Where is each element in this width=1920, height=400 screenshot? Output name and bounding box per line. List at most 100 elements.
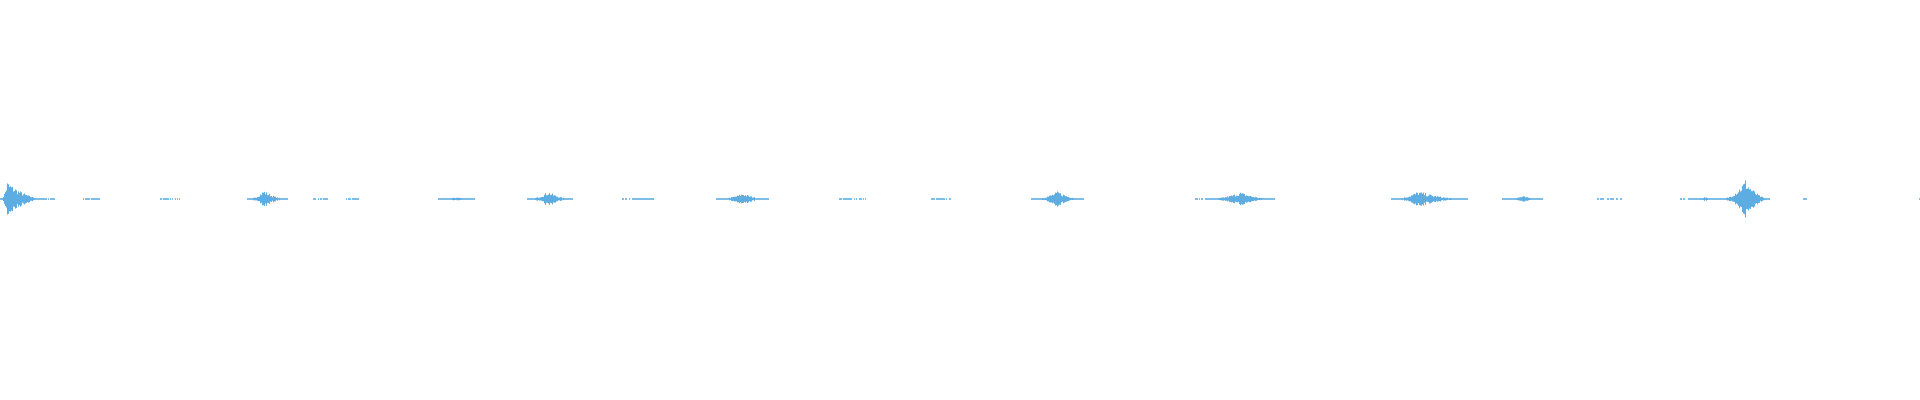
waveform-sample-bar: [1410, 196, 1411, 202]
waveform-sample-bar: [448, 198, 449, 200]
waveform-sample-bar: [625, 198, 626, 200]
waveform-sample-bar: [1463, 198, 1464, 200]
waveform-sample-bar: [1205, 198, 1206, 200]
waveform-sample-bar: [1269, 198, 1270, 200]
waveform-sample-bar: [652, 198, 653, 200]
waveform-sample-bar: [50, 198, 51, 200]
waveform-sample-bar: [728, 198, 729, 200]
waveform-sample-bar: [1422, 193, 1423, 205]
waveform-sample-bar: [752, 197, 753, 201]
waveform-sample-bar: [563, 197, 564, 201]
waveform-sample-bar: [747, 195, 748, 203]
waveform-sample-bar: [256, 197, 257, 201]
waveform-sample-bar: [1427, 196, 1428, 202]
waveform-sample-bar: [1524, 196, 1525, 202]
waveform-sample-bar: [99, 198, 100, 200]
waveform-sample-bar: [163, 198, 164, 200]
waveform-sample-bar: [442, 198, 443, 200]
waveform-sample-bar: [1431, 195, 1432, 203]
waveform-sample-bar: [356, 198, 357, 200]
waveform-sample-bar: [1273, 198, 1274, 200]
waveform-sample-bar: [1222, 197, 1223, 201]
waveform-sample-bar: [642, 198, 643, 200]
waveform-sample-bar: [1744, 183, 1745, 215]
waveform-sample-bar: [1597, 198, 1598, 200]
waveform-sample-bar: [1711, 198, 1712, 200]
waveform-sample-bar: [1260, 198, 1261, 200]
waveform-sample-bar: [5, 192, 6, 206]
waveform-sample-bar: [1069, 197, 1070, 201]
waveform-sample-bar: [737, 195, 738, 203]
waveform-sample-bar: [1225, 197, 1226, 201]
waveform-sample-bar: [48, 198, 49, 200]
waveform-sample-bar: [1684, 198, 1685, 200]
waveform-sample-bar: [1726, 198, 1727, 200]
waveform-sample-bar: [1458, 198, 1459, 200]
waveform-sample-bar: [558, 197, 559, 201]
waveform-sample-bar: [29, 195, 30, 203]
waveform-sample-bar: [10, 186, 11, 212]
waveform-sample-bar: [443, 198, 444, 200]
waveform-sample-bar: [940, 198, 941, 200]
waveform-sample-bar: [349, 198, 350, 200]
waveform-sample-bar: [1036, 198, 1037, 200]
waveform-sample-bar: [548, 194, 549, 204]
waveform-sample-bar: [1237, 195, 1238, 203]
waveform-sample-bar: [1073, 198, 1074, 200]
waveform-sample-bar: [1528, 197, 1529, 201]
waveform-sample-bar: [1737, 193, 1738, 205]
waveform-sample-bar: [284, 198, 285, 200]
waveform-sample-bar: [46, 198, 47, 200]
waveform-sample-bar: [1716, 198, 1717, 200]
waveform-sample-bar: [1082, 198, 1083, 200]
waveform-sample-bar: [762, 198, 763, 200]
waveform-sample-bar: [1209, 198, 1210, 200]
waveform-sample-bar: [1704, 197, 1705, 201]
waveform-sample-bar: [756, 198, 757, 200]
waveform-sample-bar: [1699, 198, 1700, 200]
waveform-sample-bar: [357, 198, 358, 200]
waveform-sample-bar: [452, 198, 453, 200]
waveform-sample-bar: [175, 198, 176, 200]
waveform-sample-bar: [30, 197, 31, 201]
waveform-sample-bar: [1733, 196, 1734, 202]
waveform-sample-bar: [52, 198, 53, 200]
waveform-sample-bar: [1250, 195, 1251, 203]
waveform-sample-bar: [648, 198, 649, 200]
waveform-sample-bar: [647, 198, 648, 200]
waveform-sample-bar: [1078, 198, 1079, 200]
waveform-sample-bar: [1621, 198, 1622, 200]
waveform-sample-bar: [1730, 196, 1731, 202]
waveform-sample-bar: [1745, 180, 1746, 218]
waveform-sample-bar: [1049, 195, 1050, 203]
waveform-sample-bar: [1034, 198, 1035, 200]
waveform-sample-bar: [529, 198, 530, 200]
waveform-sample-bar: [860, 198, 861, 200]
waveform-sample-bar: [949, 198, 950, 200]
waveform-sample-bar: [466, 198, 467, 200]
waveform-sample-bar: [551, 194, 552, 204]
waveform-sample-bar: [1506, 198, 1507, 200]
waveform-sample-bar: [534, 198, 535, 200]
waveform-sample-bar: [1219, 198, 1220, 200]
waveform-sample-bar: [17, 194, 18, 204]
waveform-sample-bar: [1610, 198, 1611, 200]
waveform-sample-bar: [166, 198, 167, 200]
waveform-sample-bar: [751, 196, 752, 202]
waveform-sample-bar: [1741, 190, 1742, 208]
waveform-sample-bar: [1446, 197, 1447, 201]
waveform-sample-bar: [1527, 197, 1528, 201]
waveform-sample-bar: [1710, 198, 1711, 200]
waveform-sample-bar: [1608, 198, 1609, 200]
waveform-sample-bar: [861, 198, 862, 200]
waveform-sample-bar: [456, 197, 457, 201]
waveform-sample-bar: [1196, 198, 1197, 200]
waveform-sample-bar: [272, 197, 273, 201]
waveform-sample-bar: [1611, 198, 1612, 200]
waveform-sample-bar: [1218, 198, 1219, 200]
waveform-sample-bar: [767, 198, 768, 200]
waveform-sample-bar: [1465, 198, 1466, 200]
waveform-sample-bar: [264, 191, 265, 207]
waveform-sample-bar: [460, 198, 461, 200]
